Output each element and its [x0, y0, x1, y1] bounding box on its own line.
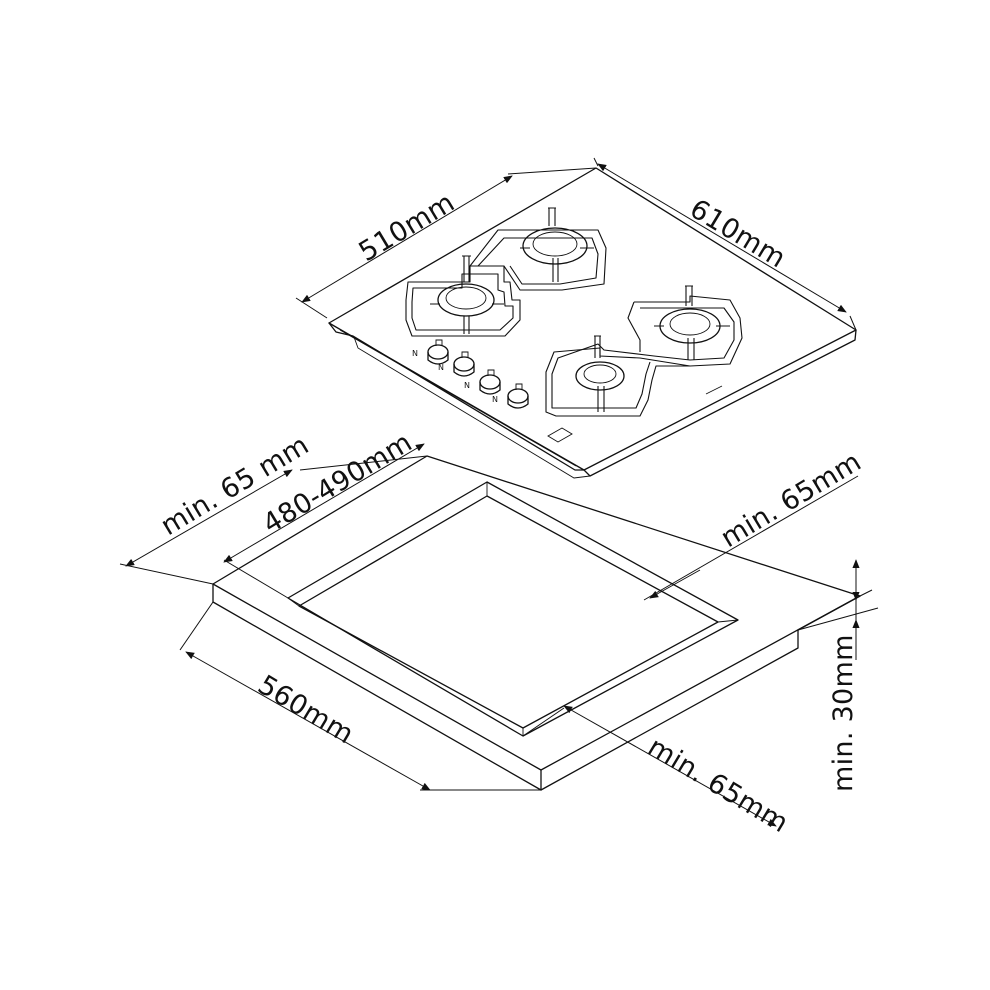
hob-front-edge [328, 322, 585, 471]
dim-line-side-clearance [643, 475, 859, 601]
cutout-dimensions [119, 443, 879, 827]
burner-right-rear [659, 308, 721, 344]
dim-line-560 [185, 651, 431, 791]
label-rear-clearance: min. 65mm [642, 731, 793, 839]
svg-text:N: N [492, 395, 498, 404]
label-hob-width: 610mm [684, 193, 791, 274]
dim-line-610 [597, 163, 847, 313]
burner-rear-center [522, 227, 588, 265]
hob-dimensions [295, 157, 857, 331]
dim-line-510 [301, 175, 513, 303]
knob-3: N [464, 369, 501, 395]
cutout-opening [287, 481, 739, 737]
knob-1: N [412, 339, 449, 365]
label-side-clearance: min. 65mm [716, 446, 867, 554]
dim-line-480-490 [223, 443, 425, 563]
knob-4: N [492, 383, 529, 409]
label-worktop-thickness: min. 30mm [828, 634, 859, 792]
dim-line-rear-clearance [563, 705, 777, 827]
label-cutout-width: 560mm [252, 669, 359, 750]
svg-text:N: N [438, 363, 444, 372]
hob-badge [547, 427, 573, 443]
svg-text:N: N [412, 349, 418, 358]
knob-2: N [438, 351, 475, 377]
svg-text:N: N [464, 381, 470, 390]
burner-right-front [575, 361, 625, 391]
control-knobs: N N N N [412, 339, 529, 409]
right-pan-support [545, 285, 743, 417]
